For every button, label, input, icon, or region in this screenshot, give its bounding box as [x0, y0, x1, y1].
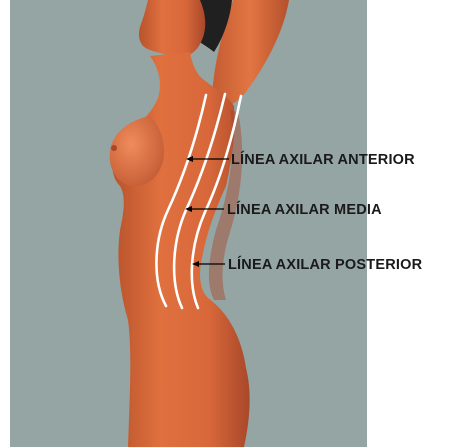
- nipple: [111, 145, 117, 151]
- label-anterior: LÍNEA AXILAR ANTERIOR: [231, 151, 415, 168]
- head: [139, 0, 205, 58]
- label-media: LÍNEA AXILAR MEDIA: [227, 201, 382, 218]
- label-posterior: LÍNEA AXILAR POSTERIOR: [228, 256, 423, 273]
